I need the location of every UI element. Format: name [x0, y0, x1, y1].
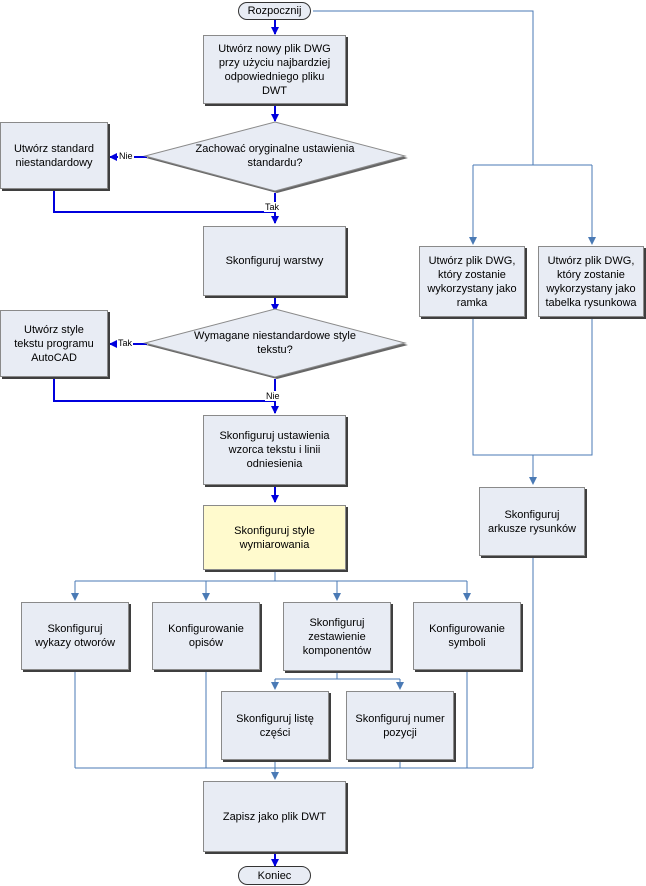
box-sheets: Skonfiguruj arkusze rysunków: [479, 487, 585, 556]
box-text-pattern: Skonfiguruj ustawienia wzorca tekstu i l…: [203, 415, 346, 485]
box-components: Skonfiguruj zestawienie komponentów: [283, 602, 391, 671]
box-text-styles: Utwórz style tekstu programu AutoCAD: [0, 310, 108, 377]
box-create-dwg: Utwórz nowy plik DWG przy użyciu najbard…: [203, 35, 346, 104]
label-yes-1: Tak: [264, 202, 281, 212]
label-yes-2: Tak: [117, 338, 134, 348]
box-hole-charts: Skonfiguruj wykazy otworów: [21, 602, 129, 670]
start-terminal: Rozpocznij: [238, 2, 311, 20]
arrow-nonstandard-return: [53, 189, 275, 213]
decision-keep-standards-shape: [143, 121, 407, 192]
box-notes: Konfigurowanie opisów: [152, 602, 260, 670]
box-border-dwg: Utwórz plik DWG, który zostanie wykorzys…: [419, 246, 525, 317]
decision-nonstandard-text-text: Wymagane niestandardowe style tekstu?: [194, 330, 356, 356]
box-nonstandard: Utwórz standard niestandardowy: [0, 122, 108, 189]
end-terminal: Koniec: [238, 866, 311, 885]
box-symbols: Konfigurowanie symboli: [413, 602, 521, 670]
label-no-2: Nie: [265, 391, 281, 401]
decision-nonstandard-text-shape: [143, 308, 407, 378]
box-parts-list: Skonfiguruj listę części: [221, 691, 329, 760]
decision-keep-standards-text: Zachować oryginalne ustawienia standardu…: [195, 143, 355, 169]
arrow-textstyles-return: [53, 377, 275, 402]
box-balloon: Skonfiguruj numer pozycji: [346, 691, 454, 760]
box-layers: Skonfiguruj warstwy: [203, 226, 346, 296]
box-title-dwg: Utwórz plik DWG, który zostanie wykorzys…: [538, 246, 644, 317]
line-join: [472, 317, 593, 456]
box-save-dwt: Zapisz jako plik DWT: [203, 781, 346, 852]
line-start-branch: [313, 10, 534, 165]
box-dim-styles: Skonfiguruj style wymiarowania: [203, 505, 346, 570]
label-no-1: Nie: [118, 151, 134, 161]
